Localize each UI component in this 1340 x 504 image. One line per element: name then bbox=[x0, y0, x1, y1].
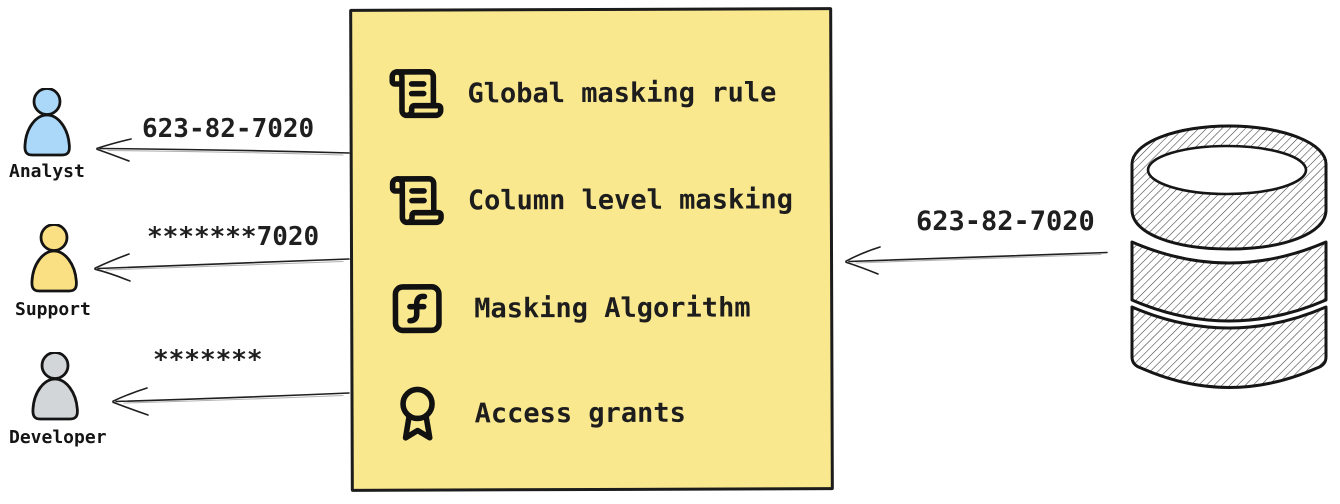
arrow-database-to-box bbox=[845, 246, 1108, 275]
policy-row-global-masking-rule: Global masking rule bbox=[387, 62, 776, 123]
support-flow-value: *******7020 bbox=[147, 222, 320, 252]
masking-policy-box: Global masking rule Column level masking… bbox=[349, 7, 834, 492]
policy-row-access-grants: Access grants bbox=[388, 383, 686, 444]
policy-item-label: Global masking rule bbox=[467, 76, 777, 109]
support-person-icon bbox=[30, 224, 78, 293]
function-square-icon bbox=[392, 284, 442, 334]
arrow-to-support bbox=[94, 253, 350, 282]
analyst-person-icon bbox=[23, 88, 71, 157]
arrow-to-developer bbox=[112, 387, 350, 416]
policy-row-column-level-masking: Column level masking bbox=[388, 169, 793, 230]
policy-item-label: Column level masking bbox=[467, 183, 793, 216]
policy-row-masking-algorithm: Masking Algorithm bbox=[388, 277, 751, 338]
scroll-text-icon bbox=[389, 176, 444, 226]
developer-person-icon bbox=[31, 352, 79, 421]
developer-label: Developer bbox=[9, 427, 107, 448]
analyst-label: Analyst bbox=[9, 161, 85, 182]
scroll-text-icon bbox=[389, 69, 444, 119]
policy-item-label: Masking Algorithm bbox=[474, 291, 751, 324]
analyst-flow-value: 623-82-7020 bbox=[142, 114, 315, 144]
arrow-to-analyst bbox=[96, 138, 350, 162]
policy-item-label: Access grants bbox=[474, 397, 686, 429]
award-icon bbox=[400, 386, 435, 441]
developer-flow-value: ******* bbox=[153, 345, 263, 375]
support-label: Support bbox=[15, 299, 91, 320]
database-icon bbox=[1130, 124, 1328, 389]
database-flow-value: 623-82-7020 bbox=[916, 206, 1095, 237]
